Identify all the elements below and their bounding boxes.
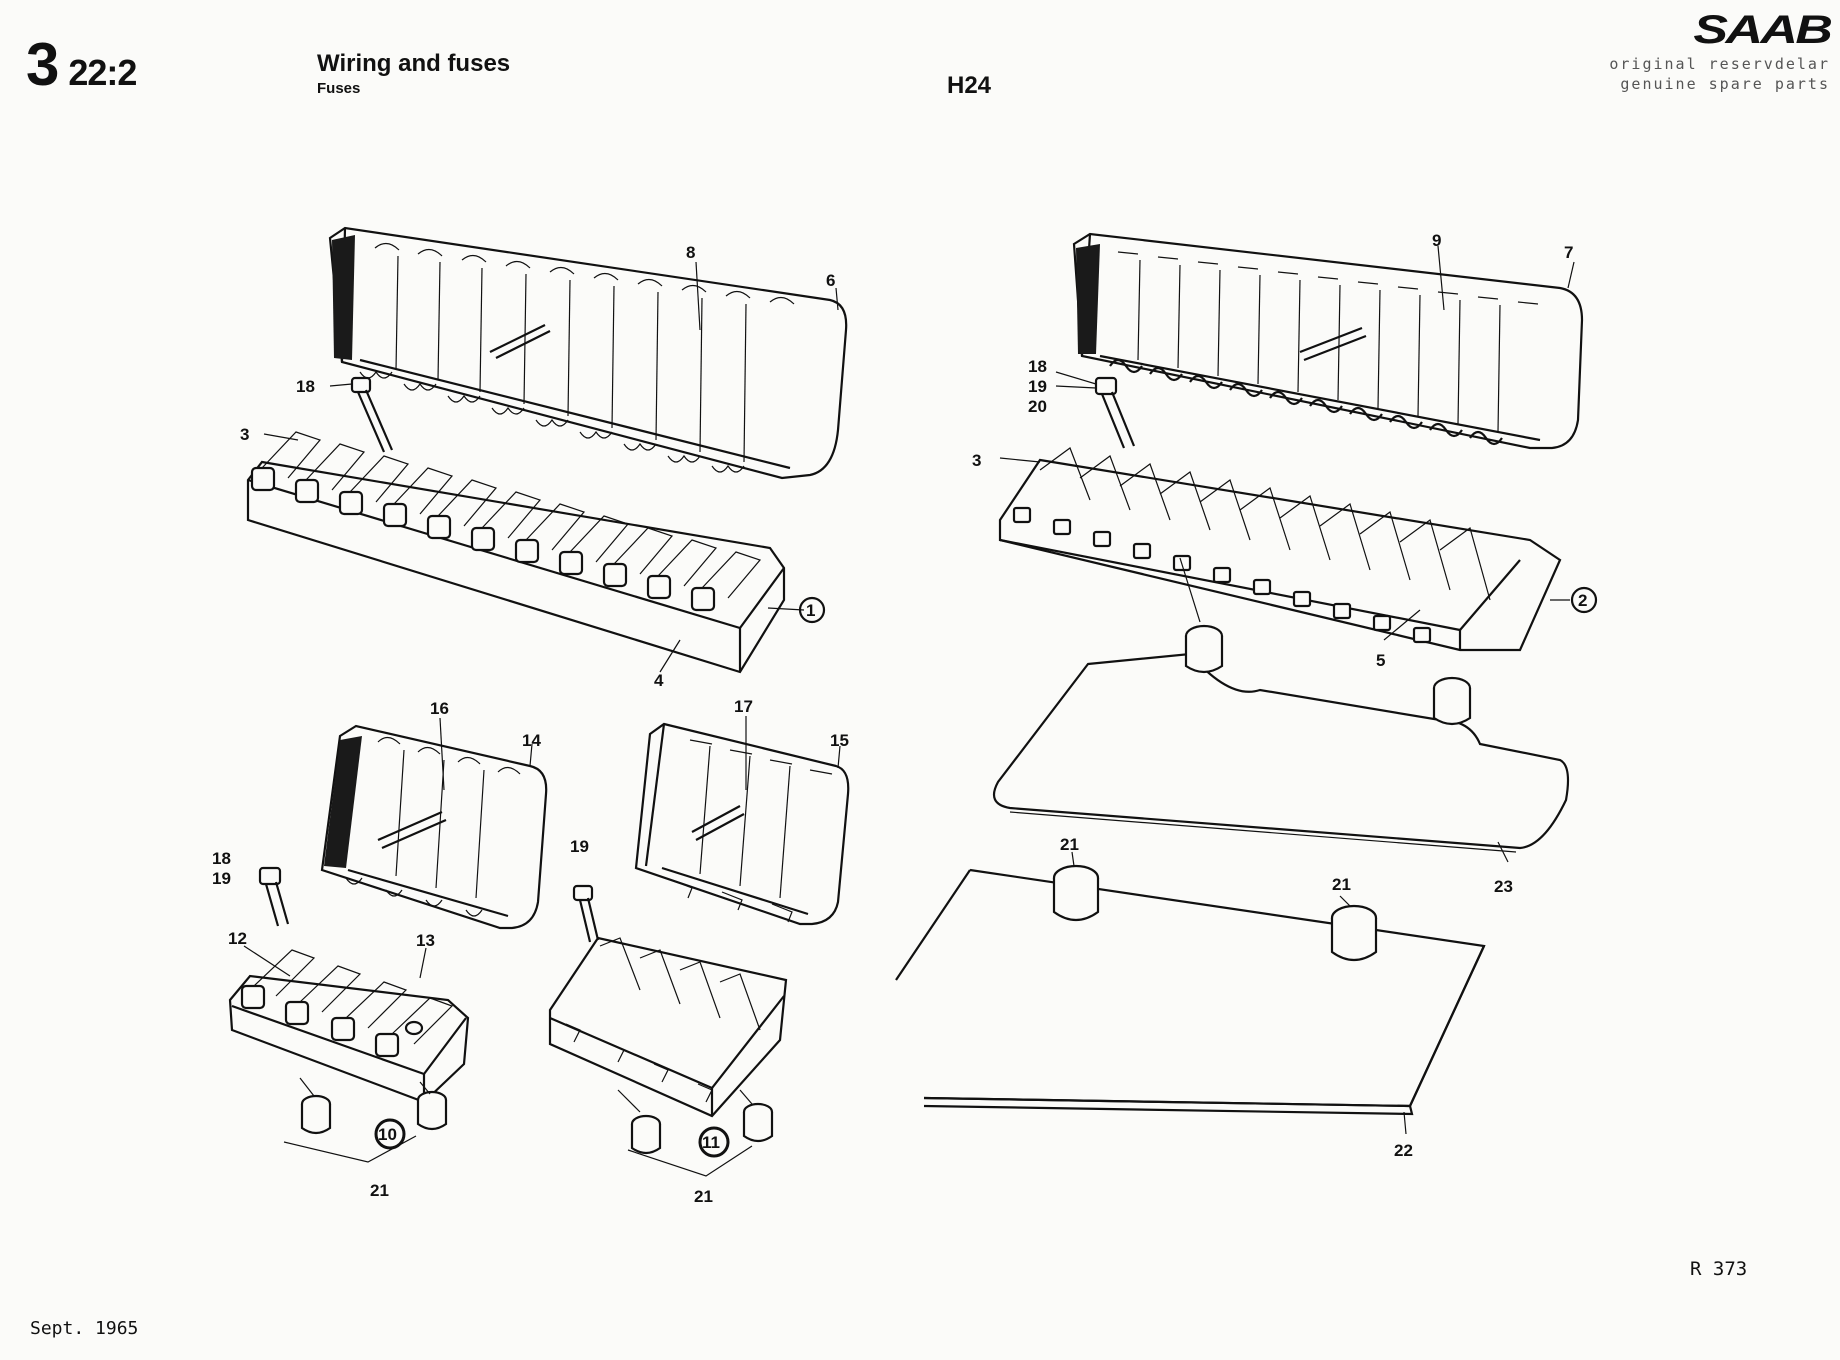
- callout-1-circled: 1: [806, 601, 815, 620]
- callout-5: 5: [1376, 651, 1385, 670]
- callout-3-right: 3: [972, 451, 981, 470]
- page-subtitle: Fuses: [317, 80, 361, 97]
- callout-21-bottom-left: 21: [370, 1181, 389, 1200]
- callout-9: 9: [1432, 231, 1441, 250]
- callout-13: 13: [416, 931, 435, 950]
- page-section-number: 22:2: [68, 52, 137, 93]
- callout-14: 14: [522, 731, 541, 750]
- callout-18-bottom-left: 18: [212, 849, 231, 868]
- callout-18-top-right: 18: [1028, 357, 1047, 376]
- circled-callouts: 1 2 10 11: [374, 586, 1598, 1158]
- callout-22: 22: [1394, 1141, 1413, 1160]
- callout-17: 17: [734, 697, 753, 716]
- callout-20: 20: [1028, 397, 1047, 416]
- callout-18-top-left: 18: [296, 377, 315, 396]
- callout-8: 8: [686, 243, 695, 262]
- brand-block: SAAB original reservdelar genuine spare …: [1570, 8, 1833, 93]
- callout-4: 4: [654, 671, 664, 690]
- callout-15: 15: [830, 731, 849, 750]
- fuse-block-large-right: [998, 376, 1562, 652]
- fuse-block-small-left: [228, 866, 470, 1135]
- callout-11-circled: 11: [702, 1133, 720, 1152]
- fuse-block-large-left: [246, 376, 786, 674]
- callout-6: 6: [826, 271, 835, 290]
- callout-3-left: 3: [240, 425, 249, 444]
- brand-line-1: original reservdelar: [1609, 55, 1830, 73]
- callout-19-bottom-middle: 19: [570, 837, 589, 856]
- callout-16: 16: [430, 699, 449, 718]
- model-code: H24: [947, 72, 992, 99]
- callout-19-bottom-left: 19: [212, 869, 231, 888]
- fuse-box-cover-small-left: [320, 724, 548, 930]
- callout-21-bottom-middle: 21: [694, 1187, 713, 1206]
- callout-labels: 8 6 9 7 18 3 4 18 19 20 3 5 23 16 14 17 …: [212, 231, 1573, 1206]
- callout-21-plate-right: 21: [1332, 875, 1351, 894]
- fuse-box-cover-large-right: [1072, 232, 1584, 450]
- callout-23: 23: [1494, 877, 1513, 896]
- issue-date: Sept. 1965: [30, 1318, 139, 1339]
- gasket: [992, 624, 1570, 853]
- callout-21-plate-left: 21: [1060, 835, 1079, 854]
- fuse-block-small-right: [548, 884, 788, 1155]
- callout-7: 7: [1564, 243, 1573, 262]
- callout-19-top-right: 19: [1028, 377, 1047, 396]
- brand-line-2: genuine spare parts: [1620, 75, 1830, 93]
- callout-2-circled: 2: [1578, 591, 1587, 610]
- page-title: Wiring and fuses: [317, 50, 511, 77]
- fuse-box-cover-large-left: [328, 226, 848, 480]
- page-group-number: 3: [26, 31, 59, 98]
- callout-10-circled: 10: [378, 1125, 397, 1144]
- drawing-reference: R 373: [1690, 1258, 1748, 1280]
- mounting-plate: [895, 864, 1486, 1116]
- saab-logo: SAAB: [1693, 8, 1833, 52]
- callout-12: 12: [228, 929, 247, 948]
- fuse-box-cover-small-right: [634, 722, 850, 926]
